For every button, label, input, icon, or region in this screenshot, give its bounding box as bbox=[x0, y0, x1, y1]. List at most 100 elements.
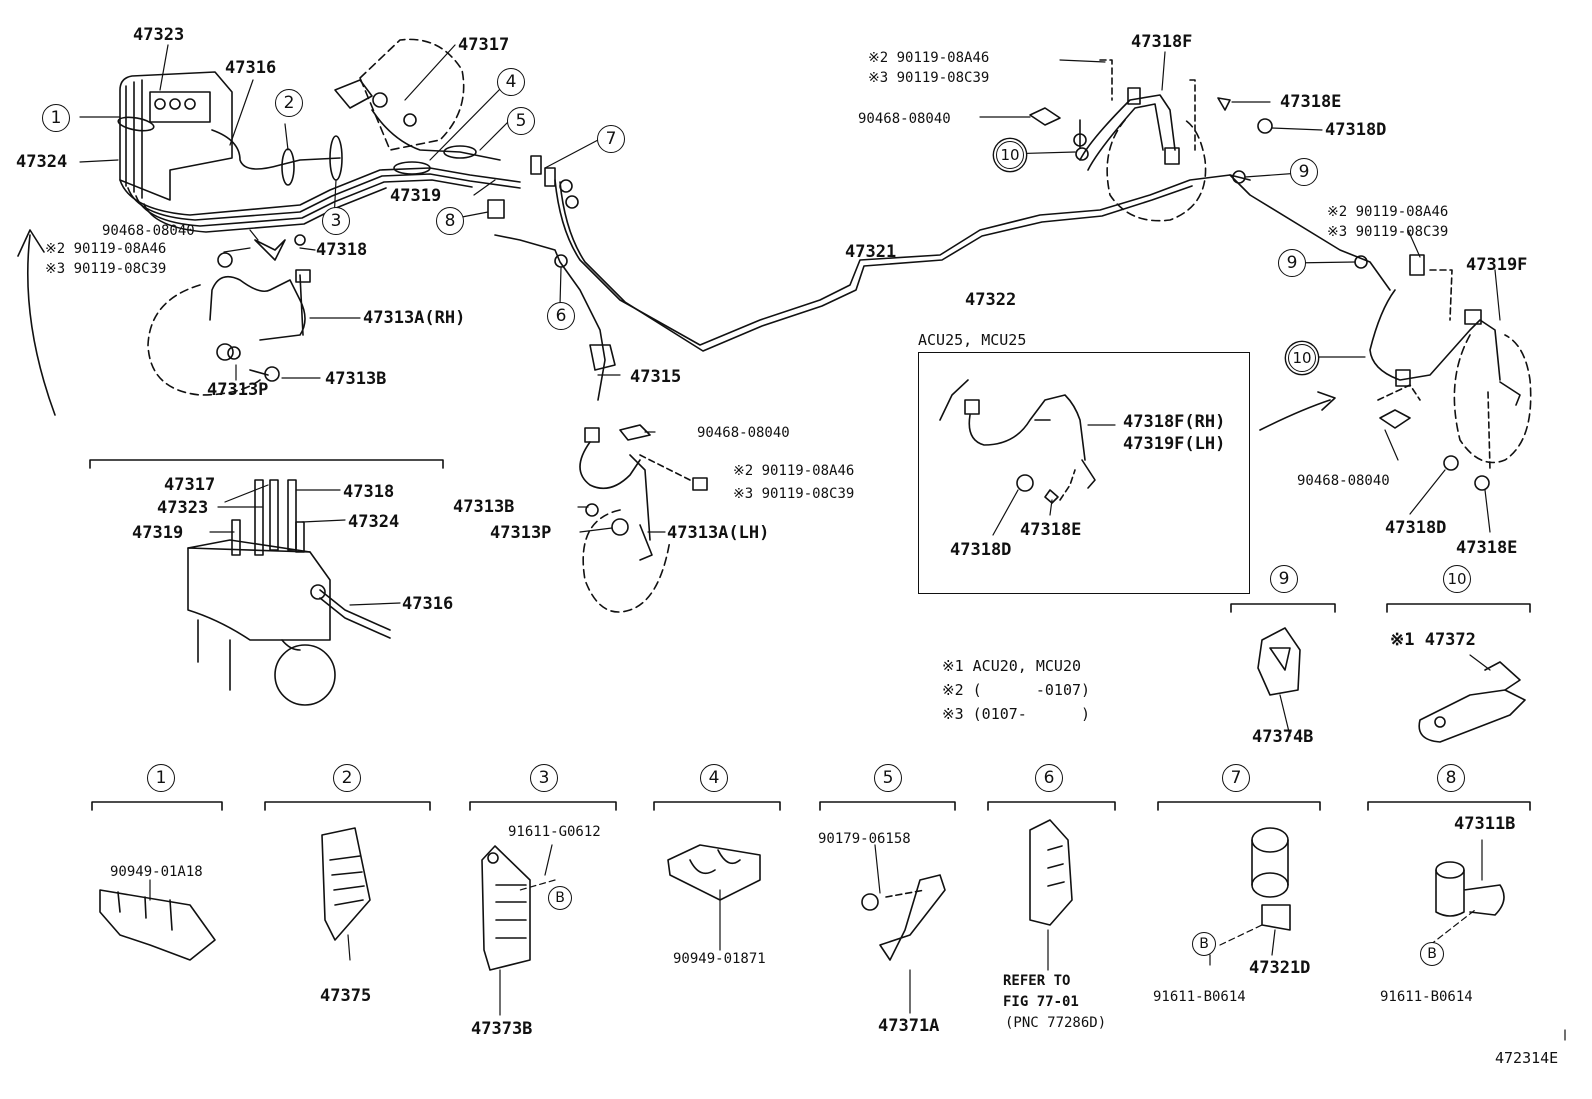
callout-b-3: B bbox=[548, 886, 572, 910]
part-47313b-a: 47313B bbox=[325, 369, 387, 389]
callout-2-detail: 2 bbox=[333, 764, 361, 792]
part-47313a-rh: 47313A(RH) bbox=[363, 308, 466, 328]
part-47311b: 47311B bbox=[1454, 814, 1516, 834]
part-47313b-b: 47313B bbox=[453, 497, 515, 517]
closeup-47319: 47319 bbox=[132, 523, 184, 543]
part-47321d: 47321D bbox=[1249, 958, 1311, 978]
callout-b-8: B bbox=[1420, 942, 1444, 966]
note-3: ※3 (0107- ) bbox=[942, 705, 1091, 723]
inset-acu25-box bbox=[918, 352, 1250, 594]
part-47316: 47316 bbox=[225, 58, 277, 78]
part-90468-08040-a: 90468-08040 bbox=[102, 223, 195, 239]
detail-part-10 bbox=[1418, 661, 1526, 743]
part-90119-08c39-b: ※3 90119-08C39 bbox=[733, 486, 855, 502]
part-47318d-a: 47318D bbox=[1325, 120, 1387, 140]
leader-lines bbox=[79, 44, 1566, 1041]
callout-10-top: 10 bbox=[996, 141, 1024, 169]
part-90119-08a46-d: ※2 90119-08A46 bbox=[1327, 204, 1449, 220]
callout-3-detail: 3 bbox=[530, 764, 558, 792]
detail-brackets bbox=[91, 603, 1531, 811]
callout-1: 1 bbox=[42, 104, 70, 132]
figure-id: 472314E bbox=[1495, 1049, 1559, 1067]
detail-part-8 bbox=[1435, 861, 1505, 917]
part-47318e-b: 47318E bbox=[1456, 538, 1518, 558]
part-47322: 47322 bbox=[965, 290, 1017, 310]
detail-part-2 bbox=[321, 827, 371, 941]
callout-9-detail: 9 bbox=[1270, 565, 1298, 593]
callout-b-7: B bbox=[1192, 932, 1216, 956]
detail-part-7 bbox=[1251, 827, 1291, 931]
detail-part-1 bbox=[99, 889, 216, 961]
part-47321: 47321 bbox=[845, 242, 897, 262]
part-90468-08040-d: 90468-08040 bbox=[1297, 473, 1390, 489]
closeup-47323: 47323 bbox=[157, 498, 209, 518]
part-47323: 47323 bbox=[133, 25, 185, 45]
callout-4-detail: 4 bbox=[700, 764, 728, 792]
part-47371a: 47371A bbox=[878, 1016, 940, 1036]
part-47375: 47375 bbox=[320, 986, 372, 1006]
callout-9-top: 9 bbox=[1290, 158, 1318, 186]
refer-line-2: FIG 77-01 bbox=[1003, 994, 1079, 1010]
detail-part-3 bbox=[481, 845, 531, 971]
part-90119-08c39-d: ※3 90119-08C39 bbox=[1327, 224, 1449, 240]
part-47373b: 47373B bbox=[471, 1019, 533, 1039]
part-47319: 47319 bbox=[390, 186, 442, 206]
refer-line-1: REFER TO bbox=[1003, 973, 1071, 989]
rear-rh-hose bbox=[1029, 59, 1273, 222]
block-closeup bbox=[89, 459, 444, 706]
part-47313p-b: 47313P bbox=[490, 523, 552, 543]
callout-10-detail: 10 bbox=[1443, 565, 1471, 593]
callout-4: 4 bbox=[497, 68, 525, 96]
part-90119-08c39-a: ※3 90119-08C39 bbox=[45, 261, 167, 277]
part-90179-06158: 90179-06158 bbox=[818, 831, 911, 847]
inset-title: ACU25, MCU25 bbox=[918, 331, 1027, 349]
part-47319f: 47319F bbox=[1466, 255, 1528, 275]
part-47317: 47317 bbox=[458, 35, 510, 55]
callout-5: 5 bbox=[507, 107, 535, 135]
rear-brake-pipes bbox=[554, 170, 1391, 352]
part-47318f: 47318F bbox=[1131, 32, 1193, 52]
part-47318f-rh: 47318F(RH) bbox=[1123, 412, 1226, 432]
closeup-47316: 47316 bbox=[402, 594, 454, 614]
closeup-47318: 47318 bbox=[343, 482, 395, 502]
callout-2: 2 bbox=[275, 89, 303, 117]
detail-part-9 bbox=[1257, 627, 1301, 696]
closeup-47317: 47317 bbox=[164, 475, 216, 495]
refer-line-3: (PNC 77286D) bbox=[1005, 1015, 1107, 1031]
closeup-47324: 47324 bbox=[348, 512, 400, 532]
master-cylinder bbox=[334, 38, 501, 175]
callout-7: 7 bbox=[597, 125, 625, 153]
note-1: ※1 ACU20, MCU20 bbox=[942, 657, 1081, 675]
part-47318d-c: 47318D bbox=[950, 540, 1012, 560]
part-90119-08a46-b: ※2 90119-08A46 bbox=[733, 463, 855, 479]
left-direction-arrow bbox=[17, 229, 56, 416]
callout-8-detail: 8 bbox=[1437, 764, 1465, 792]
clips-mid bbox=[487, 155, 579, 268]
part-90119-08c39-c: ※3 90119-08C39 bbox=[868, 70, 990, 86]
note-2: ※2 ( -0107) bbox=[942, 681, 1091, 699]
callout-5-detail: 5 bbox=[874, 764, 902, 792]
callout-7-detail: 7 bbox=[1222, 764, 1250, 792]
inset-pointer-arrow bbox=[1259, 391, 1336, 431]
detail-part-4 bbox=[667, 844, 761, 901]
front-rh-hose bbox=[147, 234, 311, 396]
part-90468-08040-b: 90468-08040 bbox=[697, 425, 790, 441]
callout-10-right: 10 bbox=[1288, 344, 1316, 372]
part-47318e-c: 47318E bbox=[1020, 520, 1082, 540]
part-91611-b0614-a: 91611-B0614 bbox=[1153, 989, 1246, 1005]
part-90949-01871: 90949-01871 bbox=[673, 951, 766, 967]
part-47318d-b: 47318D bbox=[1385, 518, 1447, 538]
rear-hose-lh-middle bbox=[494, 234, 708, 613]
part-90949-01a18: 90949-01A18 bbox=[110, 864, 203, 880]
part-91611-g0612: 91611-G0612 bbox=[508, 824, 601, 840]
part-47319f-lh: 47319F(LH) bbox=[1123, 434, 1226, 454]
part-47313a-lh: 47313A(LH) bbox=[667, 523, 770, 543]
callout-8: 8 bbox=[436, 207, 464, 235]
part-91611-b0614-b: 91611-B0614 bbox=[1380, 989, 1473, 1005]
detail-part-5 bbox=[861, 874, 946, 961]
callout-9-right: 9 bbox=[1278, 249, 1306, 277]
part-47315: 47315 bbox=[630, 367, 682, 387]
part-47372: ※1 47372 bbox=[1390, 630, 1476, 650]
part-47324: 47324 bbox=[16, 152, 68, 172]
